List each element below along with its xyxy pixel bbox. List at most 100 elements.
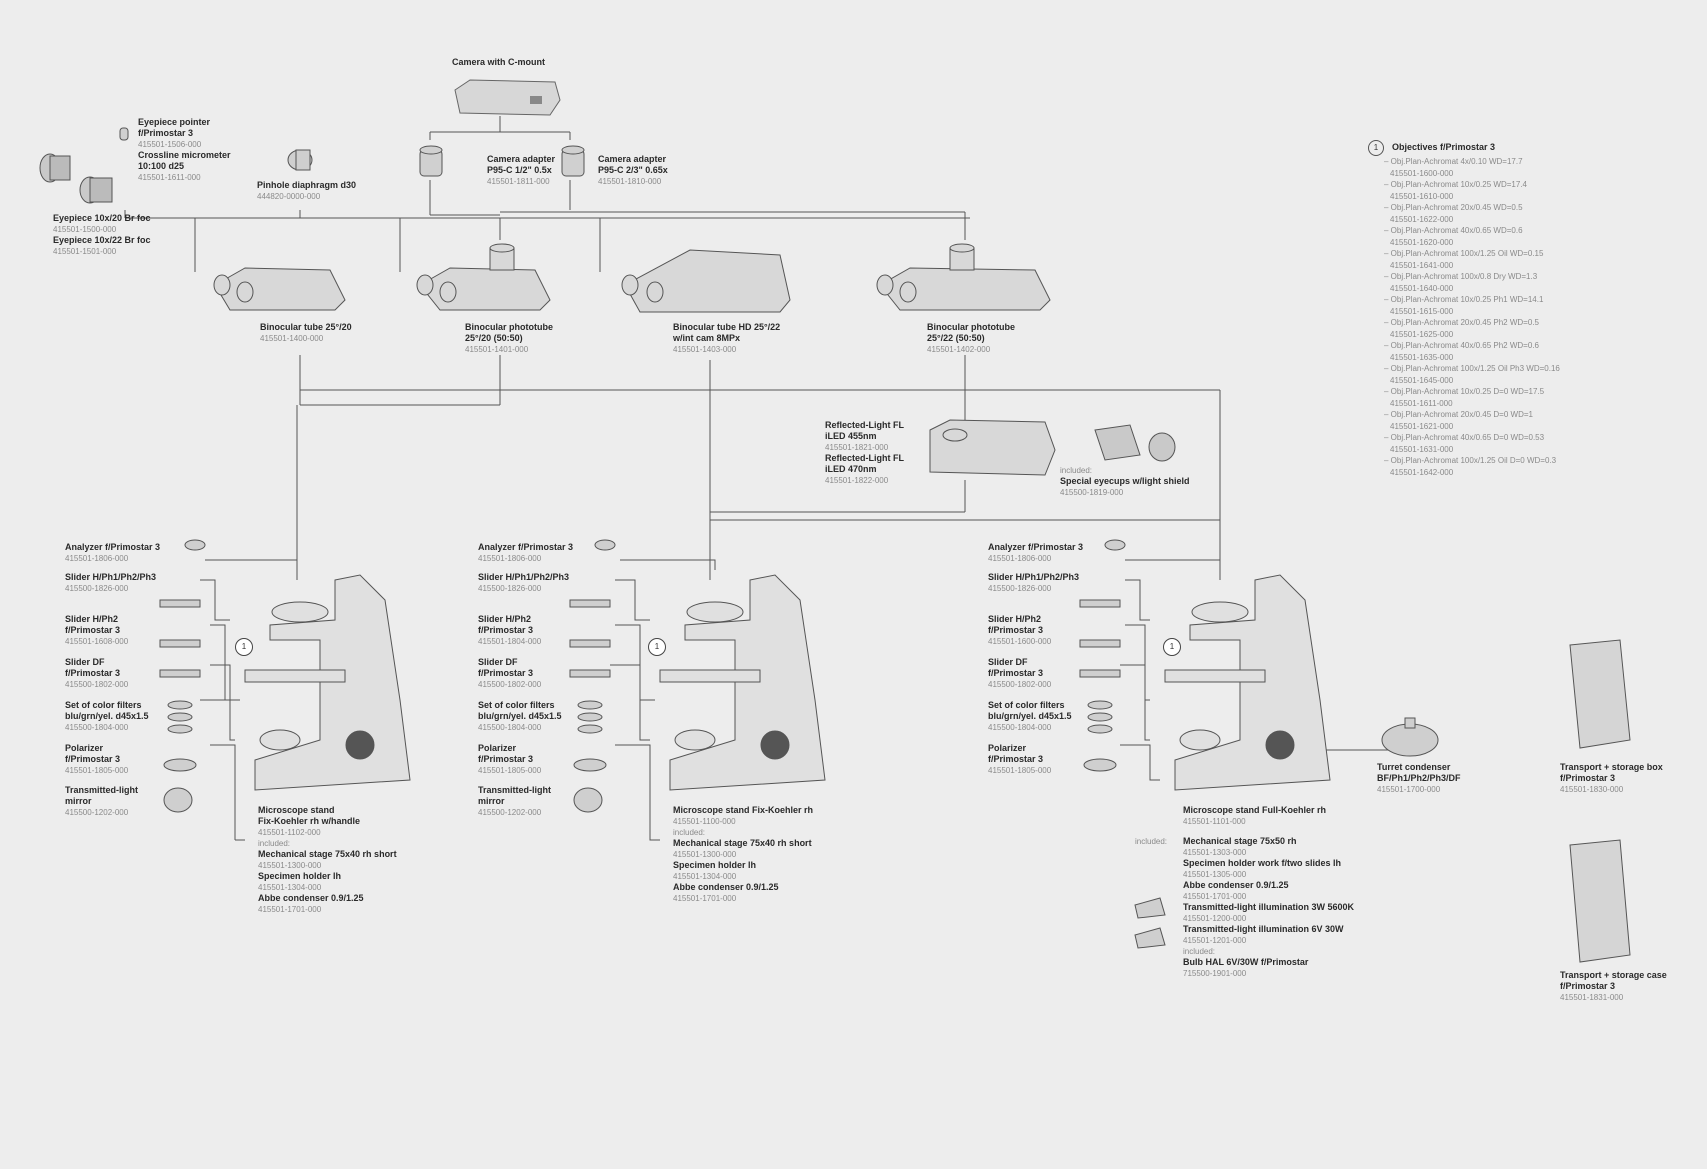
objective-part-number: 415501-1641-000 (1390, 260, 1454, 270)
objective-item: – Obj.Plan-Achromat 20x/0.45 Ph2 WD=0.5 4… (1384, 317, 1560, 340)
objective-name: – Obj.Plan-Achromat 20x/0.45 Ph2 WD=0.5 (1384, 318, 1539, 327)
objective-badge-right: 1 (1163, 638, 1181, 656)
objective-part-number: 415501-1622-000 (1390, 214, 1454, 224)
objective-item: – Obj.Plan-Achromat 20x/0.45 WD=0.5 41550… (1384, 202, 1560, 225)
objective-item: – Obj.Plan-Achromat 4x/0.10 WD=17.7 41550… (1384, 156, 1560, 179)
objective-name: – Obj.Plan-Achromat 100x/0.8 Dry WD=1.3 (1384, 272, 1538, 281)
objective-item: – Obj.Plan-Achromat 10x/0.25 WD=17.4 4155… (1384, 179, 1560, 202)
objective-name: – Obj.Plan-Achromat 40x/0.65 D=0 WD=0.53 (1384, 433, 1545, 442)
objective-part-number: 415501-1610-000 (1390, 191, 1454, 201)
objective-name: – Obj.Plan-Achromat 100x/1.25 Oil WD=0.1… (1384, 249, 1544, 258)
objective-badge-middle: 1 (648, 638, 666, 656)
objective-part-number: 415501-1625-000 (1390, 329, 1454, 339)
objective-part-number: 415501-1600-000 (1390, 168, 1454, 178)
objective-item: – Obj.Plan-Achromat 40x/0.65 Ph2 WD=0.6 4… (1384, 340, 1560, 363)
objective-part-number: 415501-1640-000 (1390, 283, 1454, 293)
objective-name: – Obj.Plan-Achromat 40x/0.65 Ph2 WD=0.6 (1384, 341, 1539, 350)
objective-name: – Obj.Plan-Achromat 100x/1.25 Oil Ph3 WD… (1384, 364, 1560, 373)
objective-name: – Obj.Plan-Achromat 4x/0.10 WD=17.7 (1384, 157, 1523, 166)
objective-item: – Obj.Plan-Achromat 100x/1.25 Oil D=0 WD… (1384, 455, 1560, 478)
objective-part-number: 415501-1621-000 (1390, 421, 1454, 431)
objective-name: – Obj.Plan-Achromat 20x/0.45 D=0 WD=1 (1384, 410, 1533, 419)
objective-part-number: 415501-1645-000 (1390, 375, 1454, 385)
objective-item: – Obj.Plan-Achromat 100x/1.25 Oil WD=0.1… (1384, 248, 1560, 271)
camera-icon (454, 79, 561, 116)
objective-item: – Obj.Plan-Achromat 100x/0.8 Dry WD=1.3 4… (1384, 271, 1560, 294)
camera-adapter-icon (419, 145, 585, 177)
microscope-stand-icon (244, 574, 1331, 791)
objective-part-number: 415501-1631-000 (1390, 444, 1454, 454)
stand-right-included-note: included: (1135, 837, 1168, 846)
objective-name: – Obj.Plan-Achromat 10x/0.25 Ph1 WD=14.1 (1384, 295, 1544, 304)
objective-item: – Obj.Plan-Achromat 10x/0.25 D=0 WD=17.5… (1384, 386, 1560, 409)
camera-label: Camera with C-mount (452, 57, 546, 67)
objectives-list: 1 Objectives f/Primostar 3 – Obj.Plan-Ach… (1368, 140, 1560, 478)
objective-part-number: 415501-1615-000 (1390, 306, 1454, 316)
objective-part-number: 415501-1642-000 (1390, 467, 1454, 477)
pinhole-diaphragm-icon (287, 149, 313, 171)
objective-name: – Obj.Plan-Achromat 100x/1.25 Oil D=0 WD… (1384, 456, 1557, 465)
objective-part-number: 415501-1620-000 (1390, 237, 1454, 247)
objective-item: – Obj.Plan-Achromat 40x/0.65 D=0 WD=0.53… (1384, 432, 1560, 455)
objective-part-number: 415501-1635-000 (1390, 352, 1454, 362)
eyecup-icon (1094, 424, 1176, 462)
objective-item: – Obj.Plan-Achromat 20x/0.45 D=0 WD=1 415… (1384, 409, 1560, 432)
objective-item: – Obj.Plan-Achromat 100x/1.25 Oil Ph3 WD… (1384, 363, 1560, 386)
reflected-light-module-icon (929, 419, 1056, 476)
objective-part-number: 415501-1611-000 (1390, 398, 1453, 408)
objective-name: – Obj.Plan-Achromat 10x/0.25 WD=17.4 (1384, 180, 1527, 189)
objective-item: – Obj.Plan-Achromat 10x/0.25 Ph1 WD=14.1… (1384, 294, 1560, 317)
binocular-tube-icon (213, 243, 1051, 313)
accessory-icons (159, 539, 1631, 963)
objectives-title: Objectives f/Primostar 3 (1392, 142, 1496, 152)
eyepiece-pointer-icon (119, 127, 129, 141)
objective-name: – Obj.Plan-Achromat 40x/0.65 WD=0.6 (1384, 226, 1523, 235)
objective-name: – Obj.Plan-Achromat 10x/0.25 D=0 WD=17.5 (1384, 387, 1545, 396)
objective-item: – Obj.Plan-Achromat 40x/0.65 WD=0.6 41550… (1384, 225, 1560, 248)
objective-name: – Obj.Plan-Achromat 20x/0.45 WD=0.5 (1384, 203, 1523, 212)
objective-badge-left: 1 (235, 638, 253, 656)
eyepiece-icon (39, 153, 113, 204)
objectives-number-badge: 1 (1368, 140, 1384, 156)
